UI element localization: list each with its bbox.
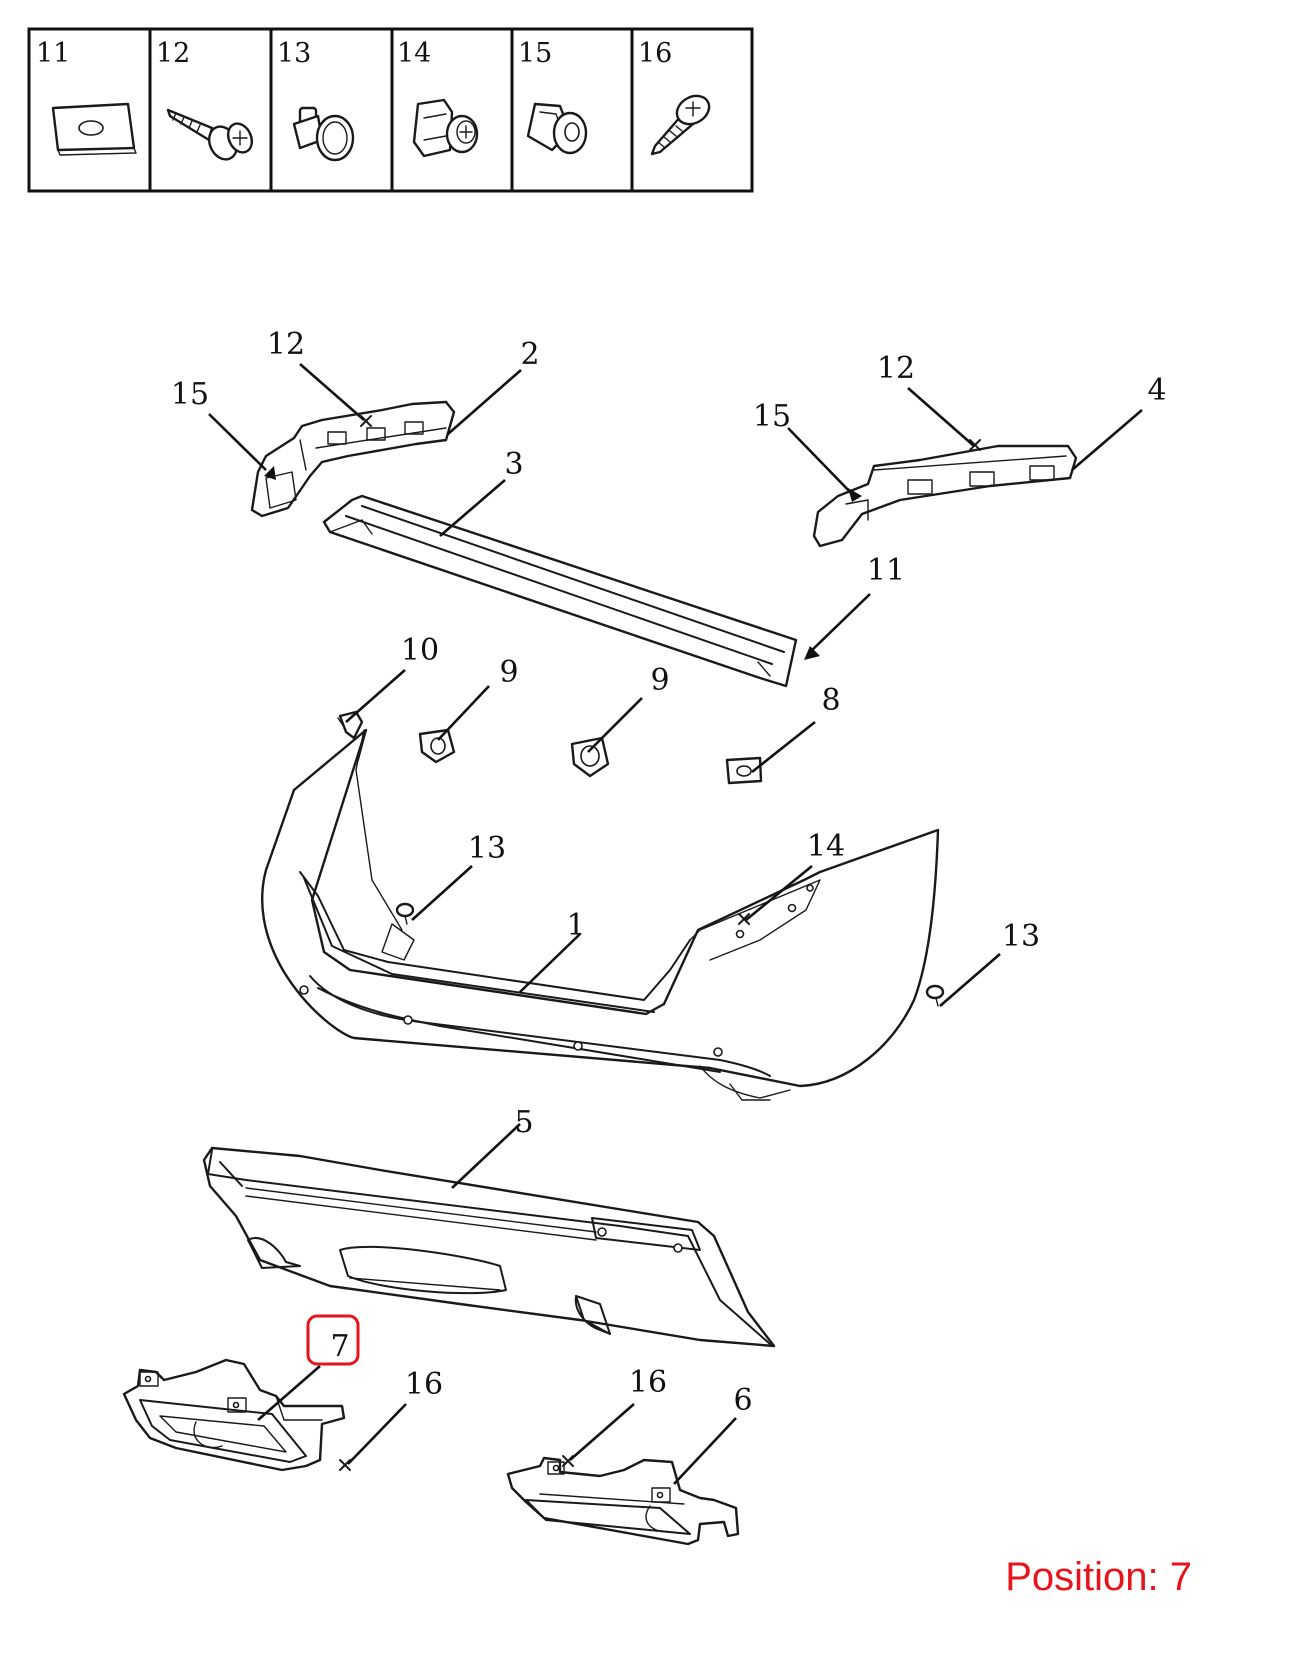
legend-cell-11-number: 11 [36,38,70,69]
part-14-clip-mark [738,913,750,925]
callout-7-highlight-box [306,1314,360,1366]
part-8-nut-clip [725,756,763,785]
part-12-mark-right [969,439,981,451]
part-9-sensor-holder-right [570,736,610,778]
clip-with-screw-icon [412,98,479,158]
callout-2: 2 [520,337,539,372]
washer-screw-icon [166,108,254,161]
callout-3: 3 [504,447,523,482]
callout-15-left: 15 [171,377,209,412]
callout-7: 7 [330,1329,349,1364]
self-tapping-screw-icon [650,94,711,156]
part-13-rivet-right [925,984,945,1007]
callout-14: 14 [807,829,845,864]
callout-15-right: 15 [753,399,791,434]
callout-9-left: 9 [499,655,518,690]
callout-9-right: 9 [650,663,669,698]
part-2-left-bracket [250,400,456,518]
legend-cell-15-number: 15 [518,38,552,69]
legend-cell-13-number: 13 [277,38,311,69]
push-rivet-icon [292,106,355,162]
callout-13-upper: 13 [468,831,506,866]
part-9-sensor-holder-left [418,728,456,764]
callout-8: 8 [821,683,840,718]
legend-cell-12-number: 12 [156,38,190,69]
part-13-rivet-upper [395,902,415,925]
part-3-reinforcement-bar [322,494,798,688]
push-nut-clip-icon [526,102,588,155]
part-6-right-exhaust-trim [506,1456,740,1546]
part-16-mark-left [339,1459,351,1471]
part-1-rear-bumper-cover [261,728,940,1101]
callout-13-right: 13 [1002,919,1040,954]
legend-cell-16-number: 16 [638,38,672,69]
callout-10: 10 [401,633,439,668]
callout-16-right: 16 [629,1365,667,1400]
position-label: Position: 7 [1005,1555,1192,1599]
callout-16-left: 16 [405,1367,443,1402]
fastener-legend-table: 11 12 13 14 15 16 [27,27,754,193]
leader-lines [208,363,1143,1485]
callout-11: 11 [867,553,905,588]
part-10-clip [337,710,364,740]
part-7-left-exhaust-trim [122,1358,346,1472]
callout-6: 6 [733,1383,752,1418]
callout-5: 5 [514,1105,533,1140]
callout-numbers: 1 2 3 4 5 6 7 8 9 9 10 11 12 12 13 13 14… [171,327,1167,1418]
part-5-lower-diffuser [202,1146,776,1348]
legend-cell-14-number: 14 [397,38,431,69]
callout-1: 1 [566,908,585,943]
callout-4: 4 [1147,373,1166,408]
flat-clip-nut-icon [51,102,137,156]
callout-12-left: 12 [267,327,305,362]
callout-12-right: 12 [877,351,915,386]
